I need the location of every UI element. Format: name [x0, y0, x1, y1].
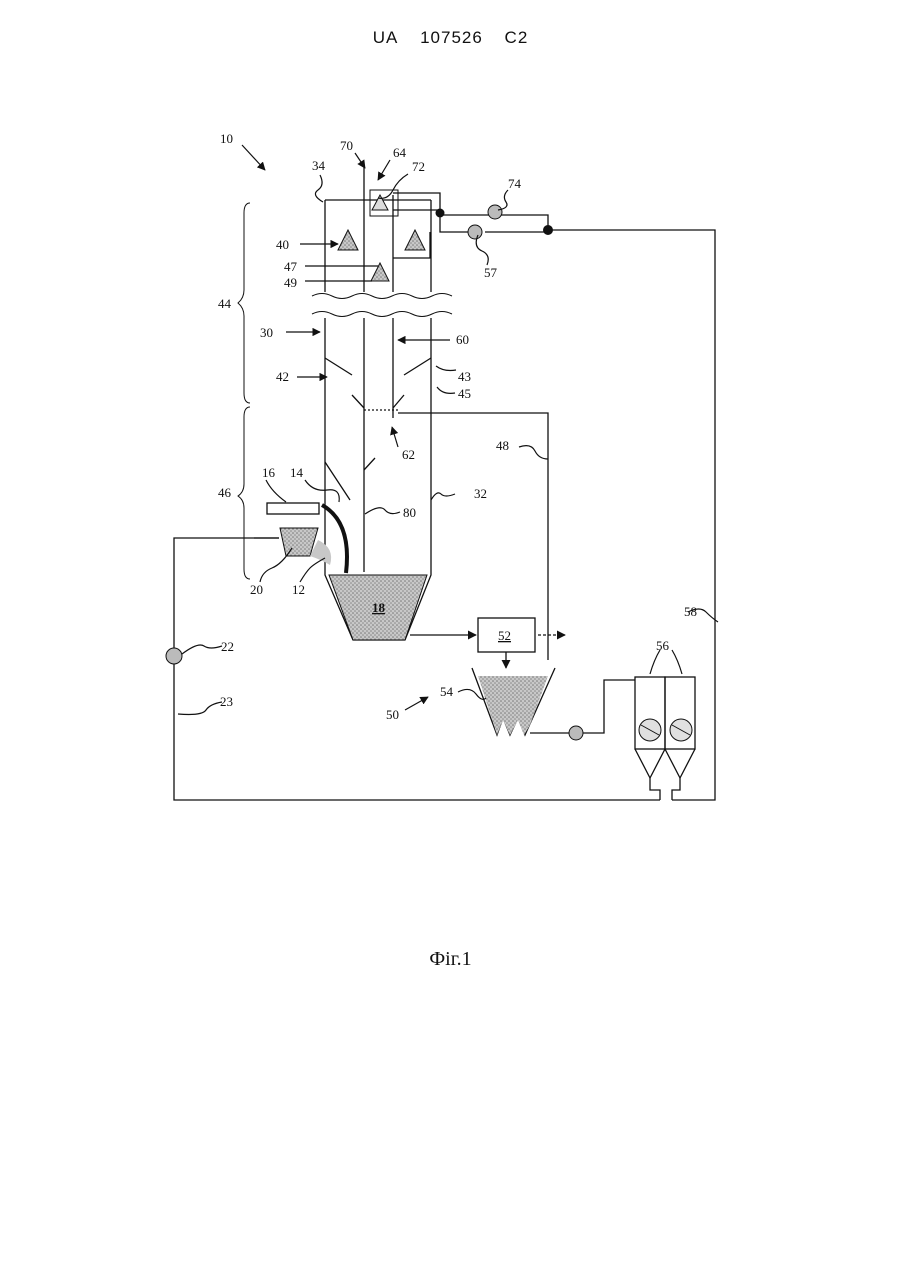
bracket-46 [238, 407, 250, 579]
label-70: 70 [340, 138, 353, 153]
baffle-42 [325, 358, 352, 375]
label-72: 72 [412, 159, 425, 174]
bracket-44 [238, 203, 250, 403]
arrow-10 [242, 145, 265, 170]
label-52: 52 [498, 628, 511, 643]
label-32: 32 [474, 486, 487, 501]
label-42: 42 [276, 369, 289, 384]
leader-34 [315, 175, 323, 202]
leader-32 [431, 493, 455, 500]
leader-48 [519, 446, 548, 459]
leader-80 [365, 508, 400, 514]
filter-56b-cone [665, 749, 695, 778]
filter-outlet [650, 778, 680, 800]
label-49: 49 [284, 275, 297, 290]
label-40: 40 [276, 237, 289, 252]
label-74: 74 [508, 176, 522, 191]
label-46: 46 [218, 485, 232, 500]
label-18: 18 [372, 600, 386, 615]
label-10: 10 [220, 131, 233, 146]
label-12: 12 [292, 582, 305, 597]
leader-14 [305, 480, 339, 502]
arrow-50 [405, 697, 428, 710]
label-16: 16 [262, 465, 276, 480]
top-line-3 [440, 215, 470, 232]
label-34: 34 [312, 158, 326, 173]
label-54: 54 [440, 684, 454, 699]
break-line [312, 312, 452, 317]
label-45: 45 [458, 386, 471, 401]
top-line [393, 193, 548, 230]
feeder-16 [267, 503, 319, 514]
nozzle-40b [405, 230, 425, 250]
label-56: 56 [656, 638, 670, 653]
line-58 [548, 230, 715, 800]
cone-45 [352, 395, 404, 408]
label-20: 20 [250, 582, 263, 597]
label-44: 44 [218, 296, 232, 311]
leader-23 [178, 702, 222, 715]
deflector [325, 458, 375, 500]
pump-74 [488, 205, 502, 219]
pipe-14 [322, 505, 347, 573]
line-to-filters [580, 680, 635, 733]
label-64: 64 [393, 145, 407, 160]
label-62: 62 [402, 447, 415, 462]
leader-56 [650, 650, 682, 674]
reference-labels: 10 70 64 72 34 74 40 47 49 57 44 30 60 4… [218, 131, 697, 722]
junction [436, 209, 444, 217]
label-43: 43 [458, 369, 471, 384]
break-line [312, 294, 452, 299]
leader-12 [300, 558, 325, 582]
label-22: 22 [221, 639, 234, 654]
arrow-62 [392, 427, 398, 447]
baffle-43 [404, 358, 431, 375]
label-50: 50 [386, 707, 399, 722]
leader-45 [437, 387, 455, 393]
pump-57 [468, 225, 482, 239]
label-58: 58 [684, 604, 697, 619]
label-60: 60 [456, 332, 469, 347]
leader-22 [182, 645, 222, 654]
figure-caption: Фіг.1 [0, 948, 901, 971]
label-30: 30 [260, 325, 273, 340]
line-48 [398, 413, 548, 660]
label-23: 23 [220, 694, 233, 709]
label-57: 57 [484, 265, 498, 280]
leader-72 [378, 174, 408, 198]
leader-43 [436, 366, 456, 371]
label-48: 48 [496, 438, 509, 453]
arrow-64 [378, 160, 390, 180]
label-14: 14 [290, 465, 304, 480]
label-47: 47 [284, 259, 298, 274]
leader-16 [266, 480, 286, 502]
arrow-70 [355, 153, 365, 168]
filter-56a-cone [635, 749, 665, 778]
nozzle-40a [338, 230, 358, 250]
label-80: 80 [403, 505, 416, 520]
pump-22 [166, 648, 182, 664]
leader-57 [476, 235, 488, 265]
junction [544, 226, 553, 235]
pump-tank [569, 726, 583, 740]
